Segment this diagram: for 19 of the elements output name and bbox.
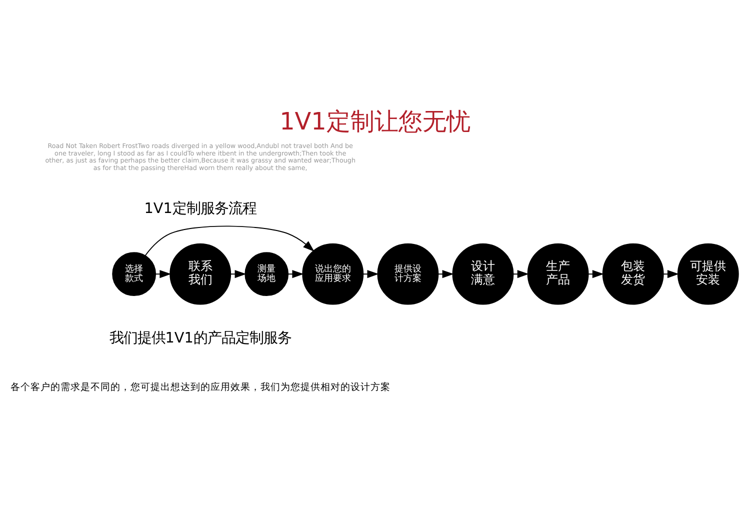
- node-circle: 设计满意: [452, 242, 514, 304]
- node-circle: 测量场地: [244, 252, 289, 296]
- arrow: [230, 270, 246, 278]
- label: 各个客户的需求是不同的，您可提出想达到的应用效果，我们为您提供相对的设计方案: [10, 381, 390, 392]
- node-circle: 可提供安装: [677, 242, 739, 304]
- arrow: [513, 270, 529, 278]
- arrow: [438, 270, 454, 278]
- node-circle: 说出您的应用要求: [302, 242, 364, 304]
- arrow: [144, 225, 314, 256]
- node-circle: 联系我们: [170, 242, 232, 304]
- arrow: [663, 270, 679, 278]
- node-circle: 生产产品: [527, 242, 589, 304]
- arrow: [588, 270, 604, 278]
- diagram-title: 1V1定制让您无忧: [280, 107, 470, 136]
- label: 1V1定制服务流程: [144, 200, 256, 216]
- node-circle: 选择款式: [112, 252, 156, 296]
- node-circle: 包装发货: [602, 242, 664, 304]
- node-circle: 提供设计方案: [377, 242, 439, 304]
- label: 我们提供1V1的产品定制服务: [109, 330, 292, 346]
